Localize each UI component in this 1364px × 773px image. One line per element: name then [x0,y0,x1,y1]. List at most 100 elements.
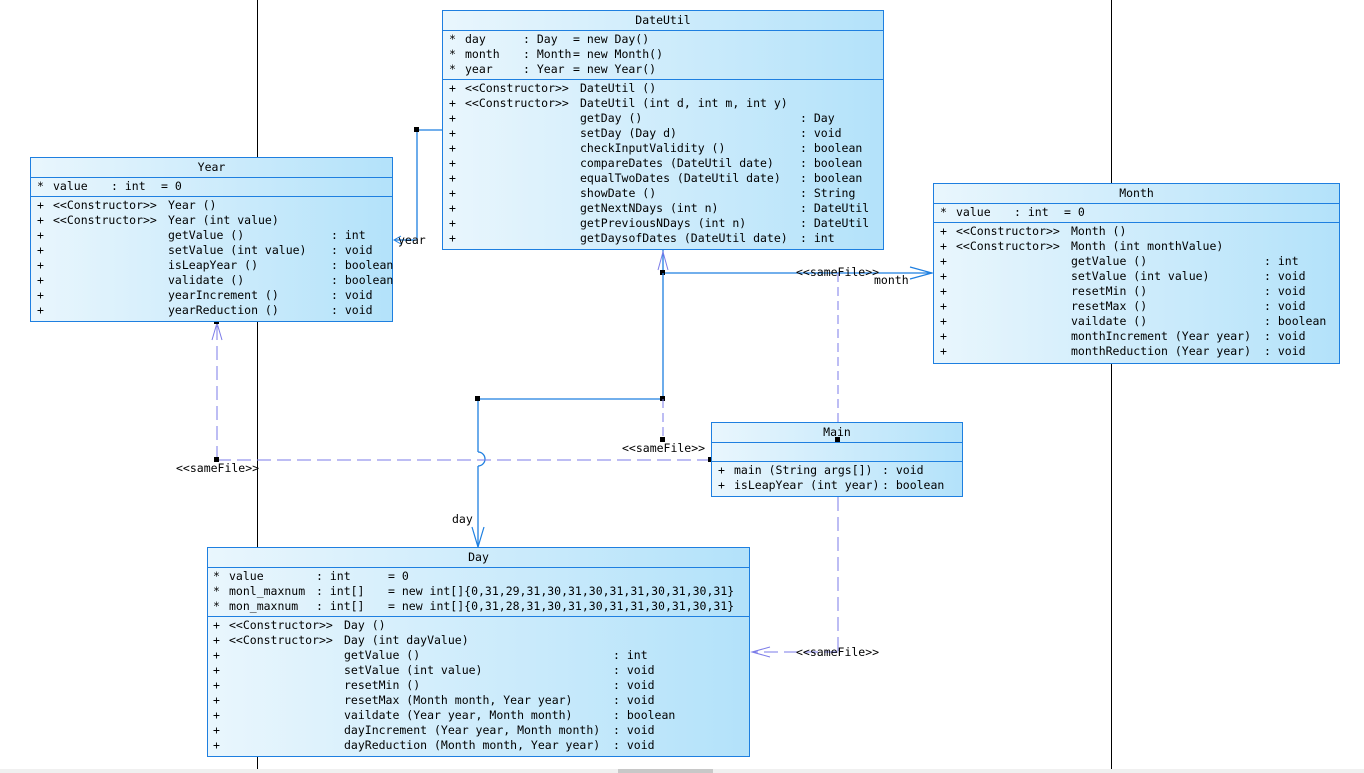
operation-vis: + [213,663,220,677]
operation-row[interactable]: +monthReduction (Year year): void [934,344,1339,359]
connector-handle[interactable] [708,457,713,462]
operation-vis: + [213,678,220,692]
operation-vis: + [940,299,947,313]
operation-row[interactable]: +getValue (): int [208,648,749,663]
operation-row[interactable]: +dayIncrement (Year year, Month month): … [208,723,749,738]
class-month[interactable]: Month*value: int= 0+<<Constructor>>Month… [933,183,1340,364]
class-dateutil[interactable]: DateUtil*day: Day= new Day()*month: Mont… [442,10,884,250]
class-day[interactable]: Day*value: int= 0*monl_maxnum: int[]= ne… [207,547,750,757]
attribute-row[interactable]: *value: int= 0 [31,179,392,194]
operation-sig: Year () [168,198,217,212]
operation-ret: : void [1264,284,1306,298]
operation-row[interactable]: +main (String args[]): void [712,463,962,478]
attribute-row[interactable]: *year: Year= new Year() [443,62,883,77]
operation-row[interactable]: +validate (): boolean [31,273,393,288]
operation-sig: setValue (int value) [344,663,483,677]
operation-ret: : boolean [800,156,863,170]
operation-row[interactable]: +vaildate (Year year, Month month): bool… [208,708,749,723]
association-year-arrow [392,235,402,245]
operation-row[interactable]: +getValue (): int [31,228,392,243]
connector-handle[interactable] [660,396,665,401]
operation-vis: + [37,303,44,317]
operation-vis: + [449,171,456,185]
operation-row[interactable]: +isLeapYear (): boolean [31,258,394,273]
operation-row[interactable]: +getValue (): int [934,254,1339,269]
operation-row[interactable]: +getNextNDays (int n): DateUtil [443,201,883,216]
operation-vis: + [718,463,725,477]
operation-row[interactable]: +<<Constructor>>Year (int value) [31,213,392,228]
operation-sig: resetMin () [344,678,421,692]
operation-vis: + [718,478,725,492]
attribute-row[interactable]: *day: Day= new Day() [443,32,883,47]
operation-row[interactable]: +<<Constructor>>Month () [934,224,1339,239]
operation-vis: + [213,723,220,737]
operation-vis: + [940,239,947,253]
attributes-compartment: *value: int= 0*monl_maxnum: int[]= new i… [208,568,749,617]
attribute-row[interactable]: *month: Month= new Month() [443,47,883,62]
operation-row[interactable]: +<<Constructor>>Day (int dayValue) [208,633,749,648]
operation-row[interactable]: +<<Constructor>>Day () [208,618,749,633]
connector-handle[interactable] [414,127,419,132]
operation-row[interactable]: +dayReduction (Month month, Year year): … [208,738,749,753]
operation-row[interactable]: +showDate (): String [443,186,883,201]
dependency-arrow-up [657,250,669,271]
operation-ret: : boolean [800,171,863,185]
operation-row[interactable]: +resetMin (): void [934,284,1339,299]
operation-row[interactable]: +<<Constructor>>Year () [31,198,392,213]
operation-row[interactable]: +compareDates (DateUtil date): boolean [443,156,883,171]
operation-ret: : void [882,463,924,477]
attribute-row[interactable]: *value: int= 0 [208,569,749,584]
operation-row[interactable]: +<<Constructor>>DateUtil (int d, int m, … [443,96,883,111]
operation-row[interactable]: +monthIncrement (Year year): void [934,329,1339,344]
operation-row[interactable]: +setValue (int value): void [31,243,392,258]
operations-compartment: +<<Constructor>>DateUtil ()+<<Constructo… [443,80,883,248]
operation-row[interactable]: +vaildate (): boolean [934,314,1339,329]
operation-row[interactable]: +resetMax (Month month, Year year): void [208,693,749,708]
attribute-init: = new Day() [573,32,650,46]
operation-row[interactable]: + setValue (int value) : void [208,663,749,678]
operation-row[interactable]: +resetMax (): void [934,299,1339,314]
scrollbar-thumb[interactable] [618,769,713,773]
class-year[interactable]: Year*value: int= 0+<<Constructor>>Year (… [30,157,393,322]
operation-vis: + [449,216,456,230]
operation-sig: monthReduction (Year year) [1071,344,1252,358]
operation-row[interactable]: +isLeapYear (int year): boolean [712,478,962,493]
operation-ret: : int [1264,254,1299,268]
operation-stereo: <<Constructor>> [465,81,569,95]
operation-vis: + [37,288,44,302]
horizontal-scrollbar[interactable] [0,769,1364,773]
connector-handle[interactable] [475,396,480,401]
operation-row[interactable]: +resetMin (): void [208,678,749,693]
attribute-row[interactable]: *value: int= 0 [934,205,1339,220]
class-main[interactable]: Main+main (String args[]): void+isLeapYe… [711,422,963,497]
operation-row[interactable]: +yearIncrement (): void [31,288,392,303]
operation-ret: : DateUtil [800,201,870,215]
operation-row[interactable]: +setValue (int value): void [934,269,1339,284]
operation-row[interactable]: +<<Constructor>>DateUtil () [443,81,883,96]
connector-handle[interactable] [660,437,665,442]
connector-handle[interactable] [660,270,665,275]
attribute-vis: * [940,205,947,219]
attribute-row[interactable]: *monl_maxnum: int[]= new int[]{0,31,29,3… [208,584,749,599]
operation-row[interactable]: +<<Constructor>>Month (int monthValue) [934,239,1339,254]
attribute-row[interactable]: *mon_maxnum: int[]= new int[]{0,31,28,31… [208,599,749,614]
operation-ret: : boolean [331,258,394,272]
role-label-day: day [452,512,473,526]
operation-stereo: <<Constructor>> [229,618,333,632]
operation-vis: + [213,708,220,722]
operation-sig: getDaysofDates (DateUtil date) [580,231,788,245]
operation-sig: isLeapYear () [168,258,259,272]
operation-row[interactable]: +getDay (): Day [443,111,883,126]
operation-row[interactable]: +yearReduction (): void [31,303,392,318]
operation-ret: : boolean [613,708,676,722]
association-day[interactable] [477,273,664,452]
operation-ret: : void [613,663,655,677]
operation-vis: + [213,648,220,662]
operation-row[interactable]: +getPreviousNDays (int n): DateUtil [443,216,883,231]
operation-row[interactable]: +checkInputValidity (): boolean [443,141,883,156]
operation-row[interactable]: +equalTwoDates (DateUtil date): boolean [443,171,883,186]
operation-row[interactable]: +setDay (Day d): void [443,126,883,141]
connector-handle[interactable] [214,457,219,462]
association-year[interactable] [395,129,442,241]
operation-row[interactable]: +getDaysofDates (DateUtil date): int [443,231,883,246]
